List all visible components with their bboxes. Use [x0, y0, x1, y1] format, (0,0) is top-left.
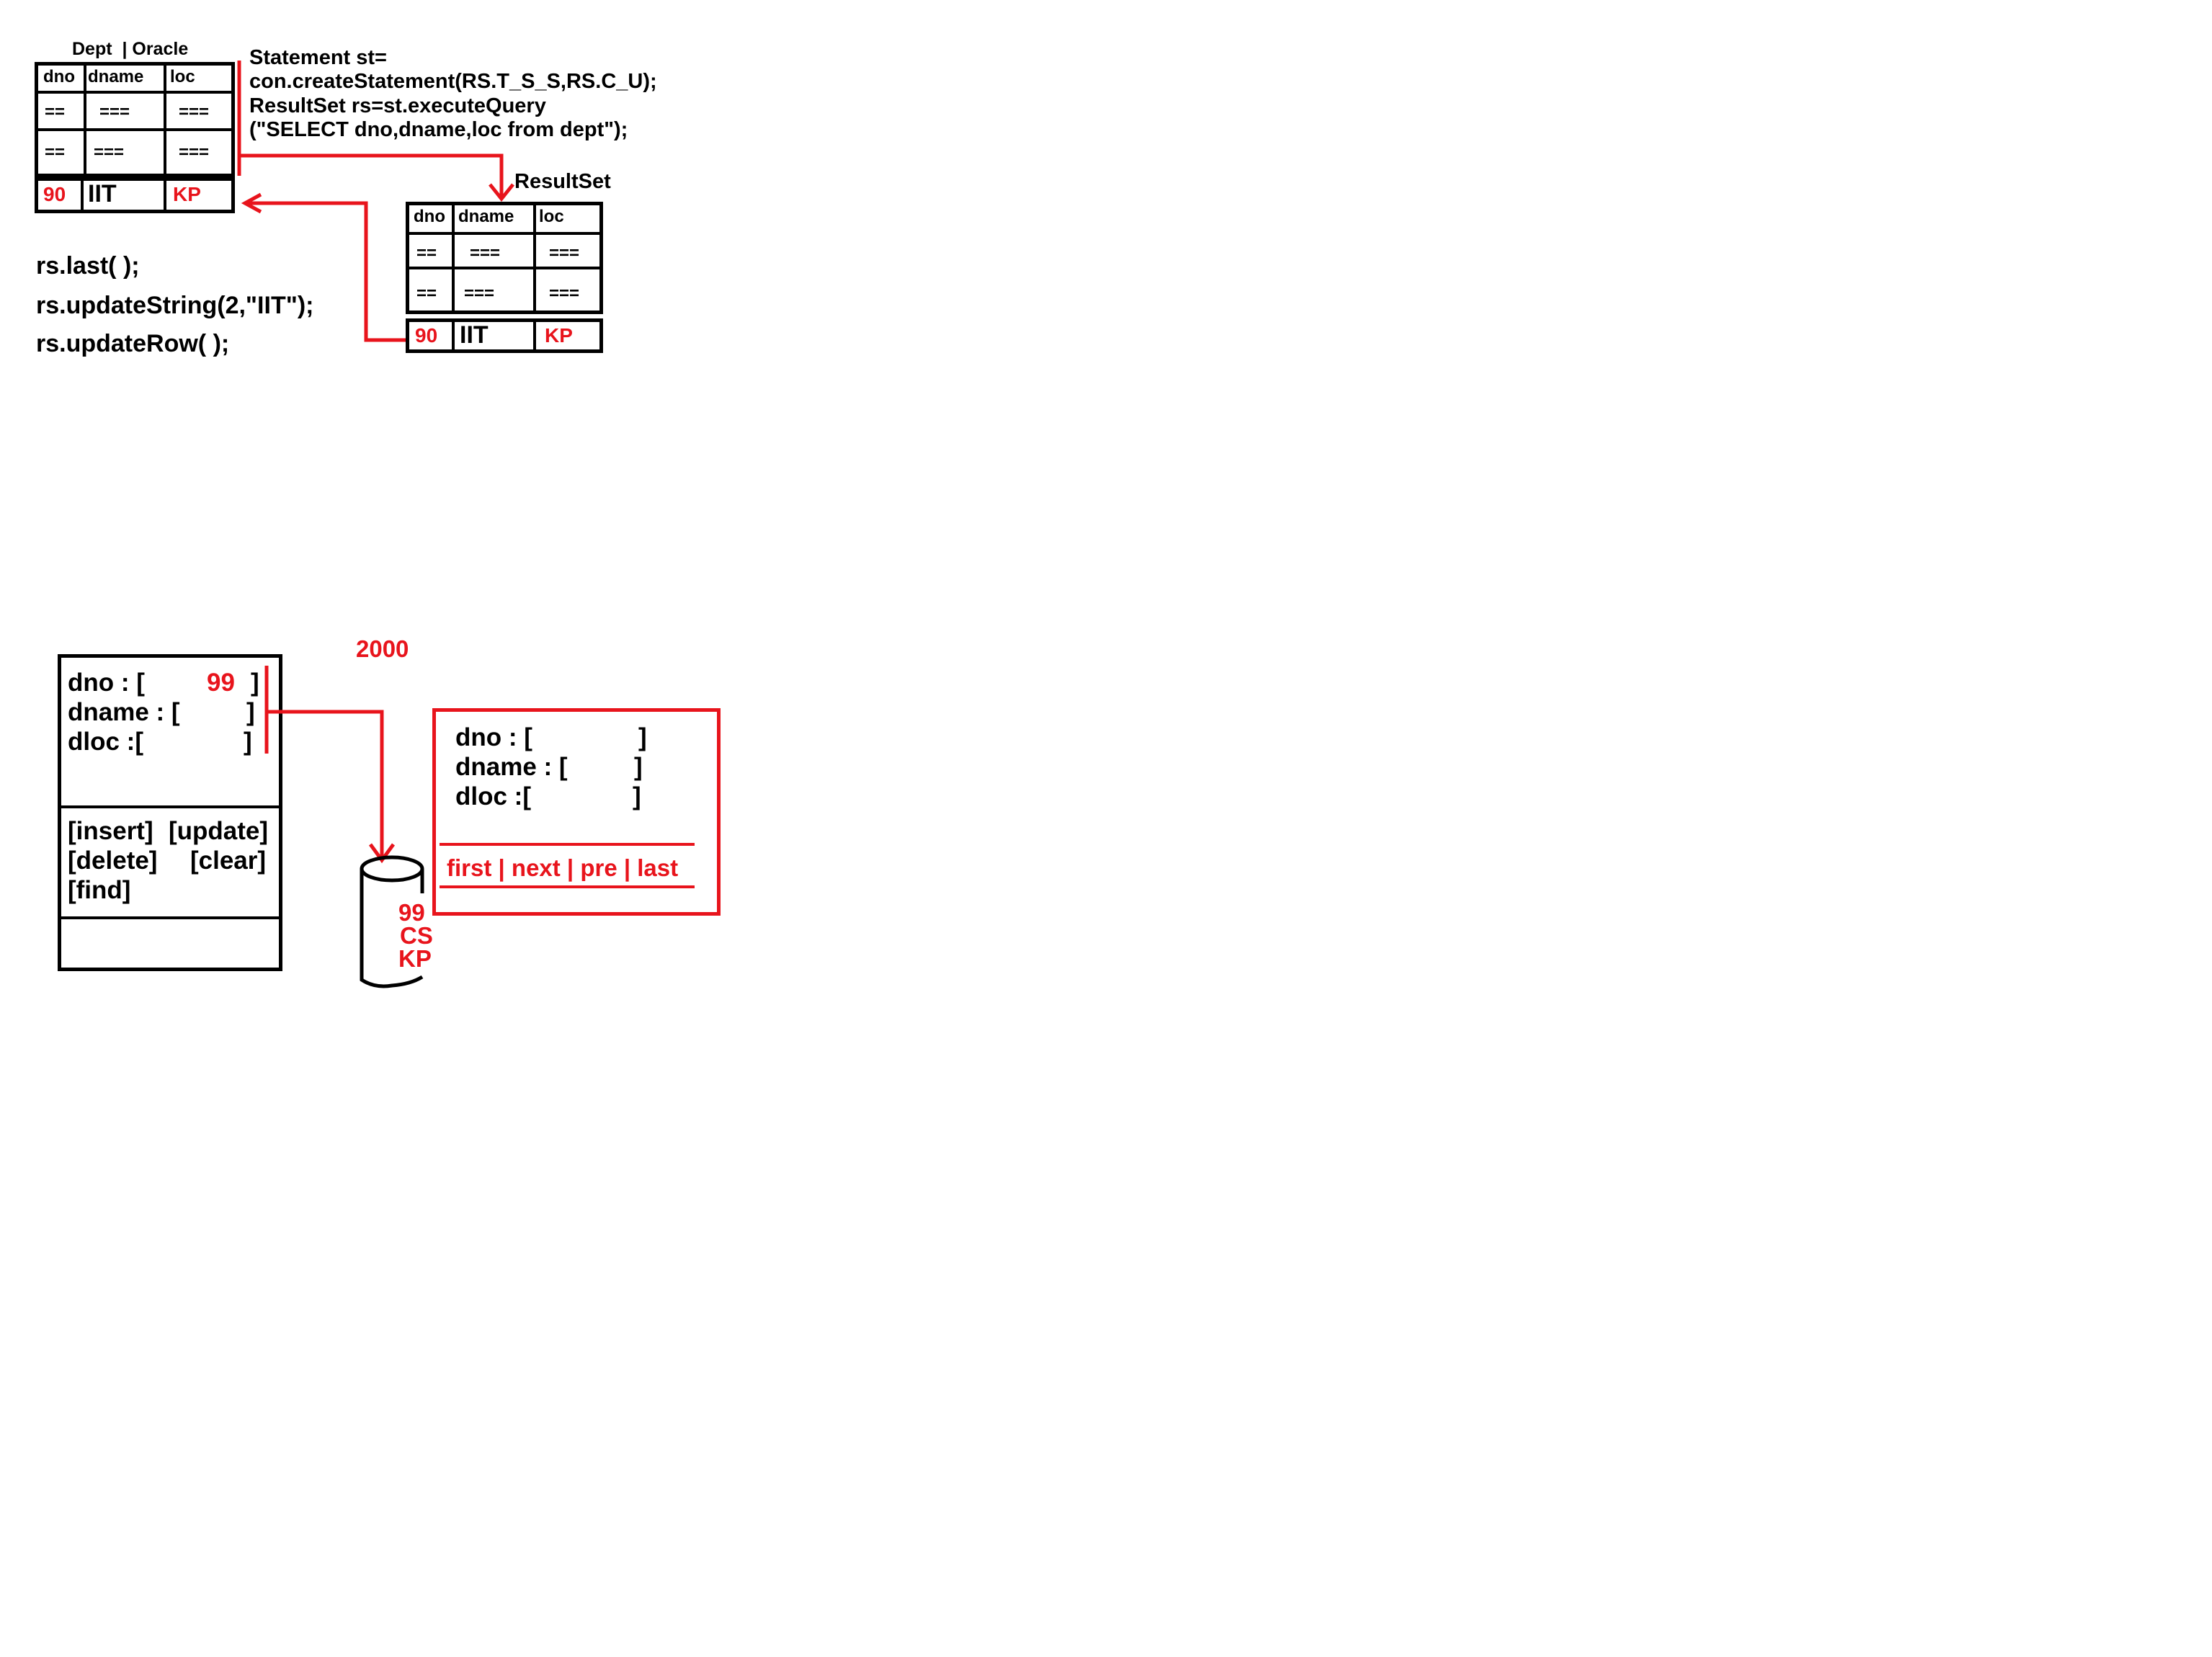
dept-header-dname: dname	[88, 67, 144, 86]
resultset-caption: ResultSet	[514, 170, 611, 193]
dept-cell: ==	[45, 102, 66, 122]
resultset-cell: ===	[549, 244, 580, 263]
rs-code-line: rs.updateRow( );	[36, 330, 230, 357]
rs-code-line: rs.updateString(2,"IIT");	[36, 292, 314, 319]
left-dloc-label: dloc :[	[68, 728, 143, 756]
db-value: 99	[398, 899, 425, 926]
right-dloc-label: dloc :[	[455, 782, 531, 810]
resultset-cell: ===	[549, 284, 580, 303]
dept-last-dname: IIT	[88, 180, 117, 207]
right-dname-close: ]	[634, 753, 643, 781]
record-navigation[interactable]: first | next | pre | last	[447, 854, 679, 881]
resultset-header-dname: dname	[458, 207, 514, 226]
year-label: 2000	[356, 635, 409, 662]
code-line: ("SELECT dno,dname,loc from dept");	[249, 118, 628, 141]
right-dno-label: dno : [	[455, 723, 532, 751]
dept-cell: ===	[179, 102, 210, 122]
dept-header-loc: loc	[170, 67, 195, 86]
right-dloc-close: ]	[633, 782, 641, 810]
form-to-db-arrow	[264, 666, 396, 864]
dept-table-caption: Dept | Oracle	[72, 39, 189, 59]
code-line: Statement st=	[249, 46, 387, 69]
dept-cell: ===	[99, 102, 130, 122]
update-button[interactable]: [update]	[169, 817, 269, 845]
dept-last-dno: 90	[43, 183, 66, 205]
dept-last-loc: KP	[173, 183, 201, 205]
db-value: KP	[398, 945, 432, 972]
resultset-last-loc: KP	[545, 324, 573, 347]
resultset-cell: ===	[470, 244, 501, 263]
dept-to-resultset-arrow	[237, 61, 514, 202]
dept-cell: ===	[179, 143, 210, 162]
right-dname-label: dname : [	[455, 753, 568, 781]
resultset-last-dname: IIT	[460, 321, 489, 349]
dept-header-dno: dno	[43, 67, 75, 86]
database-cylinder-icon	[360, 855, 424, 988]
left-dloc-close: ]	[244, 728, 252, 756]
left-dno-label: dno : [	[68, 669, 145, 697]
resultset-last-dno: 90	[415, 324, 438, 347]
find-button[interactable]: [find]	[68, 876, 131, 904]
code-line: ResultSet rs=st.executeQuery	[249, 94, 546, 117]
resultset-cell: ==	[416, 244, 437, 263]
dept-cell: ==	[45, 143, 66, 162]
resultset-cell: ==	[416, 284, 437, 303]
code-line: con.createStatement(RS.T_S_S,RS.C_U);	[249, 70, 657, 93]
left-dname-label: dname : [	[68, 698, 180, 726]
delete-button[interactable]: [delete]	[68, 847, 158, 875]
insert-button[interactable]: [insert]	[68, 817, 153, 845]
left-dno-value[interactable]: 99	[207, 669, 235, 697]
update-row-arrow	[241, 192, 406, 342]
db-value: CS	[400, 922, 433, 949]
resultset-header-loc: loc	[539, 207, 564, 226]
resultset-cell: ===	[464, 284, 495, 303]
right-dno-close: ]	[638, 723, 647, 751]
left-dno-close: ]	[251, 669, 259, 697]
left-dname-close: ]	[246, 698, 255, 726]
resultset-header-dno: dno	[414, 207, 445, 226]
clear-button[interactable]: [clear]	[190, 847, 267, 875]
dept-cell: ===	[94, 143, 125, 162]
rs-code-line: rs.last( );	[36, 252, 140, 280]
